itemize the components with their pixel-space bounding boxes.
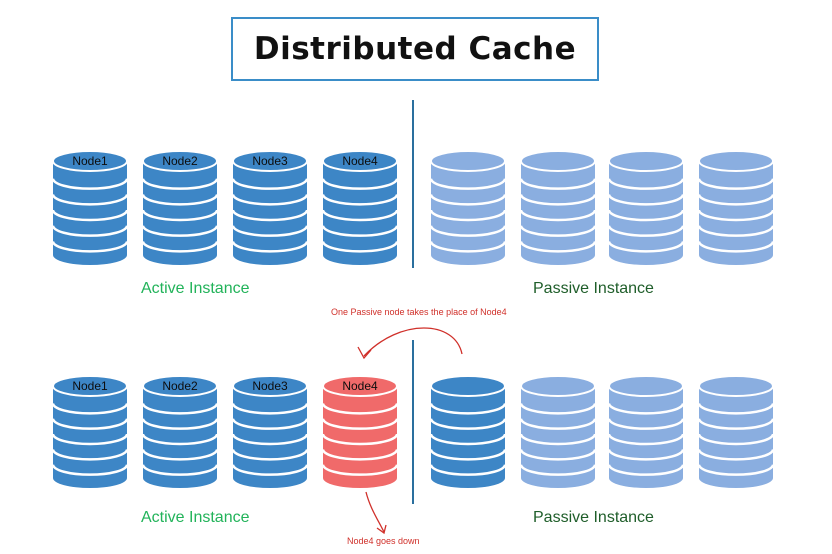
bottom-active-node-3-label: Node3	[252, 379, 288, 393]
takeover-arrow	[357, 327, 463, 360]
top-active-node-3-label: Node3	[252, 154, 288, 168]
promoted-passive-node	[429, 375, 507, 488]
top-passive-node-1	[429, 150, 507, 265]
takeover-annotation: One Passive node takes the place of Node…	[331, 307, 507, 317]
bottom-active-node-2: Node2	[141, 375, 219, 488]
top-passive-node-2	[519, 150, 597, 265]
bottom-passive-instance-label: Passive Instance	[533, 509, 654, 526]
bottom-active-node-2-label: Node2	[162, 379, 198, 393]
bottom-active-instance-label: Active Instance	[141, 509, 250, 526]
top-passive-instance-label: Passive Instance	[533, 280, 654, 297]
top-active-node-4-label: Node4	[342, 154, 378, 168]
top-passive-node-4	[697, 150, 775, 265]
bottom-active-node-1-label: Node1	[72, 379, 108, 393]
failure-arrow	[365, 491, 387, 535]
failed-node-label: Node4	[342, 379, 378, 393]
top-active-node-4: Node4	[321, 150, 399, 265]
top-active-node-3: Node3	[231, 150, 309, 265]
top-passive-node-3	[607, 150, 685, 265]
failure-annotation: Node4 goes down	[347, 536, 420, 546]
top-active-node-2-label: Node2	[162, 154, 198, 168]
bottom-active-node-3: Node3	[231, 375, 309, 488]
top-active-instance-label: Active Instance	[141, 280, 250, 297]
bottom-active-node-1: Node1	[51, 375, 129, 488]
diagram-title: Distributed Cache	[253, 31, 577, 67]
failed-node: Node4	[321, 375, 399, 488]
bottom-passive-node-3	[607, 375, 685, 488]
bottom-passive-node-2	[519, 375, 597, 488]
top-active-node-2: Node2	[141, 150, 219, 265]
title-box: Distributed Cache	[231, 17, 599, 81]
bottom-passive-node-4	[697, 375, 775, 488]
top-active-node-1-label: Node1	[72, 154, 108, 168]
top-active-node-1: Node1	[51, 150, 129, 265]
